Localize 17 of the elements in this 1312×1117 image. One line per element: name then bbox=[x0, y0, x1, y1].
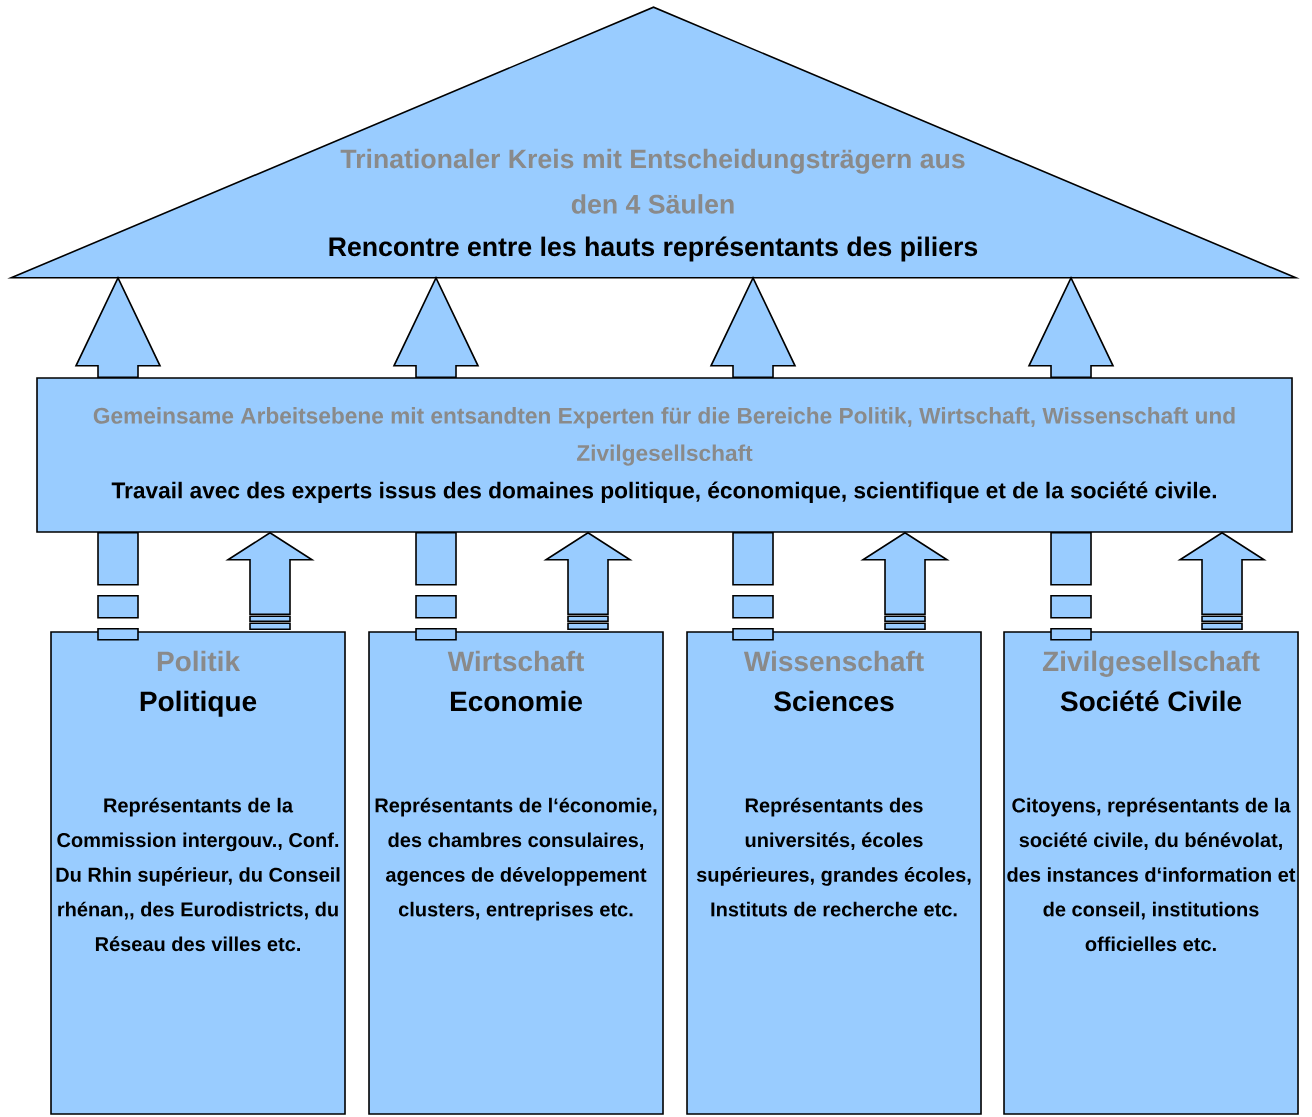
segmented-bar bbox=[732, 532, 774, 641]
block-arrow bbox=[392, 275, 480, 378]
block-arrow bbox=[860, 531, 950, 630]
block-arrow bbox=[225, 531, 315, 630]
block-arrow bbox=[1027, 275, 1115, 378]
segmented-bar bbox=[1050, 532, 1092, 641]
segmented-bar bbox=[97, 532, 139, 641]
block-arrow bbox=[74, 275, 162, 378]
segmented-bar bbox=[415, 532, 457, 641]
pillar-box: Politik Politique Représentants de la Commission intergouv., Conf. Du Rhin supérieur, du Conseil rhénan,, des Eurodistricts, du Réseau des villes etc. bbox=[50, 631, 346, 1115]
block-arrow bbox=[543, 531, 633, 630]
block-arrow bbox=[709, 275, 797, 378]
pillar-box: Wissenschaft Sciences Représentants des universités, écoles supérieures, grandes écoles, Instituts de recherche etc. bbox=[686, 631, 982, 1115]
band-box: Gemeinsame Arbeitsebene mit entsandten Experten für die Bereiche Politik, Wirtschaft, Wissenschaft und Zivilgesellschaft Travail avec des experts issus des domaines politique, économique, scientifique et de la société civile. bbox=[36, 377, 1293, 533]
pillar-box: Zivilgesellschaft Société Civile Citoyens, représentants de la société civile, du bénévolat, des instances d‘information et de conseil, institutions officielles etc. bbox=[1003, 631, 1299, 1115]
pillar-box: Wirtschaft Economie Représentants de l‘économie, des chambres consulaires, agences de développement clusters, entreprises etc. bbox=[368, 631, 664, 1115]
block-arrow bbox=[1177, 531, 1267, 630]
